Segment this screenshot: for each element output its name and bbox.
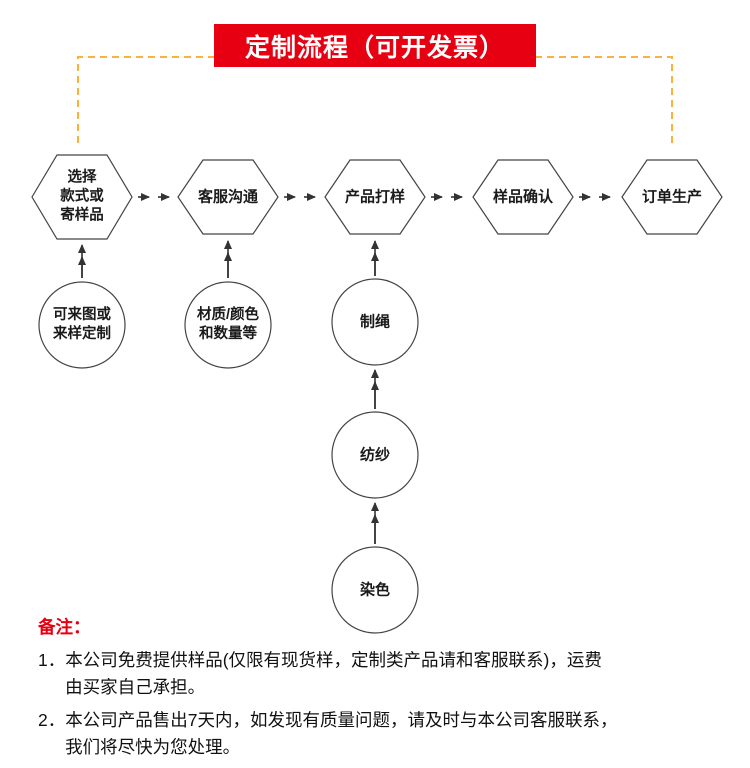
step-label-choose-style: 选择 款式或 寄样品 <box>60 169 104 224</box>
step-label-order-production: 订单生产 <box>641 188 703 206</box>
note-item-2: 2．本公司产品售出7天内，如发现有质量问题，请及时与本公司客服联系， 我们将尽快… <box>38 710 618 758</box>
notes-heading: 备注： <box>38 617 91 637</box>
input-label-rope-making: 制绳 <box>359 313 391 331</box>
notes-section: 备注： 1．本公司免费提供样品(仅限有现货样，定制类产品请和客服联系)，运费 由… <box>38 614 738 768</box>
step-label-customer-service: 客服沟通 <box>197 188 259 206</box>
step-label-sample-confirm: 样品确认 <box>492 188 554 206</box>
page-title: 定制流程（可开发票） <box>244 33 505 62</box>
note-item-1: 1．本公司免费提供样品(仅限有现货样，定制类产品请和客服联系)，运费 由买家自己… <box>38 650 602 698</box>
hexagon-step-2 <box>177 159 279 235</box>
circle-input-2 <box>184 281 272 369</box>
input-label-material-color: 材质/颜色 和数量等 <box>196 307 260 342</box>
input-label-spinning: 纺纱 <box>359 446 391 464</box>
dashed-connector-right <box>535 56 673 147</box>
hexagon-step-1 <box>31 154 133 240</box>
input-label-drawing-sample: 可来图或 来样定制 <box>53 307 111 342</box>
step-label-sampling: 产品打样 <box>344 188 406 206</box>
circle-dyeing <box>331 546 419 634</box>
hexagon-step-3 <box>324 159 426 235</box>
hexagon-step-5 <box>621 159 723 235</box>
input-label-dyeing: 染色 <box>359 581 391 599</box>
circle-input-1 <box>38 281 126 369</box>
circle-spinning <box>331 411 419 499</box>
circle-rope-making <box>331 278 419 366</box>
title-banner: 定制流程（可开发票） <box>214 24 536 67</box>
hexagon-step-4 <box>472 159 574 235</box>
dashed-connector-left <box>77 56 215 147</box>
